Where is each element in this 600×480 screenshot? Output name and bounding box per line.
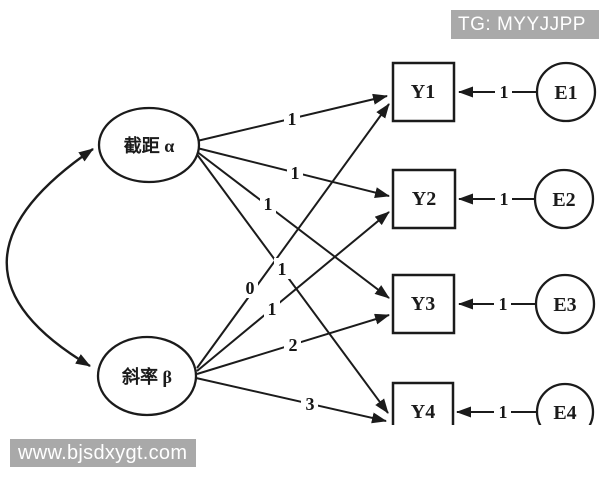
path-intercept-to-y3 xyxy=(195,150,390,299)
loading-label-slope-y1: 0 xyxy=(246,278,255,298)
observed-y2-label: Y2 xyxy=(412,188,436,210)
halo xyxy=(495,189,512,209)
error-e3-circle xyxy=(534,273,596,335)
halo xyxy=(241,277,258,298)
loading-label-slope-y2: 1 xyxy=(268,299,277,319)
loading-label-intercept-y4: 1 xyxy=(278,259,287,279)
loading-label-slope-y3: 2 xyxy=(289,335,298,355)
halo xyxy=(287,162,303,183)
error-e4-label: E4 xyxy=(553,402,576,424)
loading-label-e4: 1 xyxy=(499,402,508,422)
site-watermark-badge: www.bjsdxygt.com xyxy=(10,439,196,467)
halo xyxy=(494,294,511,314)
loading-label-e1: 1 xyxy=(500,82,509,102)
observed-y3-box xyxy=(391,273,456,335)
latent-intercept-label: 截距 α xyxy=(124,135,175,156)
path-slope-to-y2 xyxy=(196,211,390,372)
loading-label-e3: 1 xyxy=(499,294,508,314)
error-e1-circle xyxy=(535,61,597,123)
observed-y4-label: Y4 xyxy=(411,401,435,423)
observed-y1-box xyxy=(391,61,456,123)
halo xyxy=(301,393,318,414)
loading-label-intercept-y1: 1 xyxy=(288,109,297,129)
error-e3-label: E3 xyxy=(553,294,576,316)
halo xyxy=(284,108,300,129)
loading-label-e2: 1 xyxy=(500,189,509,209)
loading-label-intercept-y3: 1 xyxy=(264,194,273,214)
halo xyxy=(284,334,301,355)
tg-watermark-badge: TG: MYYJJPP xyxy=(451,10,599,39)
path-slope-to-y1 xyxy=(196,103,390,369)
loading-label-intercept-y2: 1 xyxy=(291,163,300,183)
halo xyxy=(495,82,512,102)
latent-slope-ellipse xyxy=(96,335,198,417)
halo xyxy=(260,193,276,214)
covariance-arc-intercept-slope xyxy=(5,148,94,368)
observed-y2-box xyxy=(391,168,457,230)
error-e1-label: E1 xyxy=(554,82,577,104)
halo xyxy=(494,402,511,422)
path-slope-to-y4 xyxy=(195,377,387,424)
loading-label-slope-y4: 3 xyxy=(306,394,315,414)
latent-intercept-ellipse xyxy=(97,106,201,184)
latent-slope-label: 斜率 β xyxy=(121,366,172,387)
halo xyxy=(274,258,290,279)
error-e2-circle xyxy=(533,168,595,230)
observed-y3-label: Y3 xyxy=(411,293,435,315)
halo xyxy=(264,298,280,319)
observed-y1-label: Y1 xyxy=(411,81,435,103)
path-intercept-to-y4 xyxy=(195,152,389,414)
error-e2-label: E2 xyxy=(552,189,575,211)
